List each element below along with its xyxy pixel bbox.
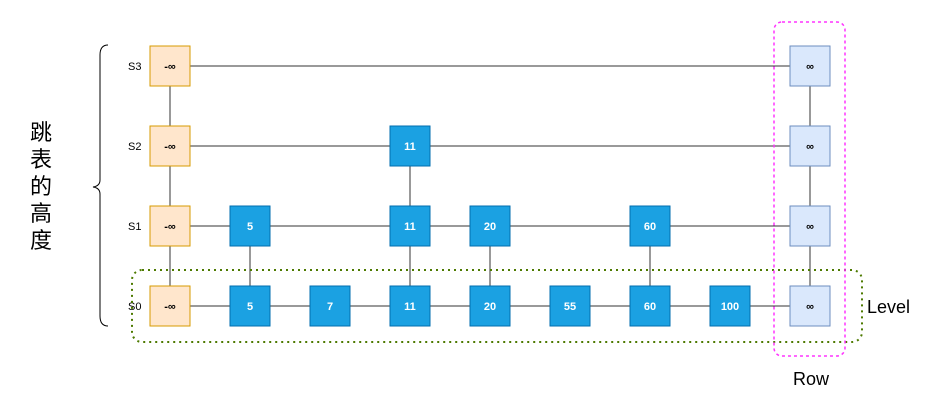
height-label-char: 度: [30, 229, 52, 254]
node-s1-11: 11: [389, 205, 431, 247]
node-key: -∞: [164, 301, 176, 313]
node-key: -∞: [164, 141, 176, 153]
node-s2-11: 11: [389, 125, 431, 167]
node-s3-neg-inf: -∞: [149, 45, 191, 87]
node-key: 20: [484, 221, 496, 233]
node-s1-5: 5: [229, 205, 271, 247]
node-key: 5: [247, 221, 253, 233]
node-key: 60: [644, 221, 656, 233]
level-label-s3: S3: [128, 61, 141, 73]
level-label-s1: S1: [128, 221, 141, 233]
node-s1-60: 60: [629, 205, 671, 247]
node-key: 5: [247, 301, 253, 313]
node-key: ∞: [806, 61, 814, 73]
row-highlight-box: [773, 21, 846, 357]
level-annotation: Level: [867, 297, 910, 317]
height-label-char: 高: [30, 202, 52, 227]
node-s0-100: 100: [709, 285, 751, 327]
node-key: ∞: [806, 221, 814, 233]
node-key: 55: [564, 301, 576, 313]
level-highlight-box: [131, 269, 863, 343]
node-key: -∞: [164, 61, 176, 73]
nodes: -∞ ∞ -∞ 11 ∞ -∞ 5 11 20 60 ∞ -∞ 5 7 11 20 55 60 100 ∞: [149, 45, 831, 327]
node-key: 60: [644, 301, 656, 313]
node-s1-neg-inf: -∞: [149, 205, 191, 247]
node-s2-inf: ∞: [789, 125, 831, 167]
level-label-s2: S2: [128, 141, 141, 153]
node-s0-11: 11: [389, 285, 431, 327]
node-key: 100: [721, 301, 739, 313]
node-s0-neg-inf: -∞: [149, 285, 191, 327]
row-annotation: Row: [793, 369, 830, 389]
node-key: ∞: [806, 301, 814, 313]
node-key: ∞: [806, 141, 814, 153]
level-label-s0: S0: [128, 301, 141, 313]
node-s0-5: 5: [229, 285, 271, 327]
node-key: 20: [484, 301, 496, 313]
node-key: -∞: [164, 221, 176, 233]
node-s0-60: 60: [629, 285, 671, 327]
node-key: 11: [404, 141, 416, 153]
height-brace: [92, 44, 109, 327]
node-s2-neg-inf: -∞: [149, 125, 191, 167]
node-s0-20: 20: [469, 285, 511, 327]
node-s1-inf: ∞: [789, 205, 831, 247]
node-key: 7: [327, 301, 333, 313]
node-s0-55: 55: [549, 285, 591, 327]
node-key: 11: [404, 221, 416, 233]
height-label-char: 跳: [30, 121, 52, 146]
node-s0-7: 7: [309, 285, 351, 327]
node-key: 11: [404, 301, 416, 313]
height-label-char: 表: [30, 148, 52, 173]
node-s0-inf: ∞: [789, 285, 831, 327]
height-label-char: 的: [30, 175, 52, 200]
node-s1-20: 20: [469, 205, 511, 247]
node-s3-inf: ∞: [789, 45, 831, 87]
